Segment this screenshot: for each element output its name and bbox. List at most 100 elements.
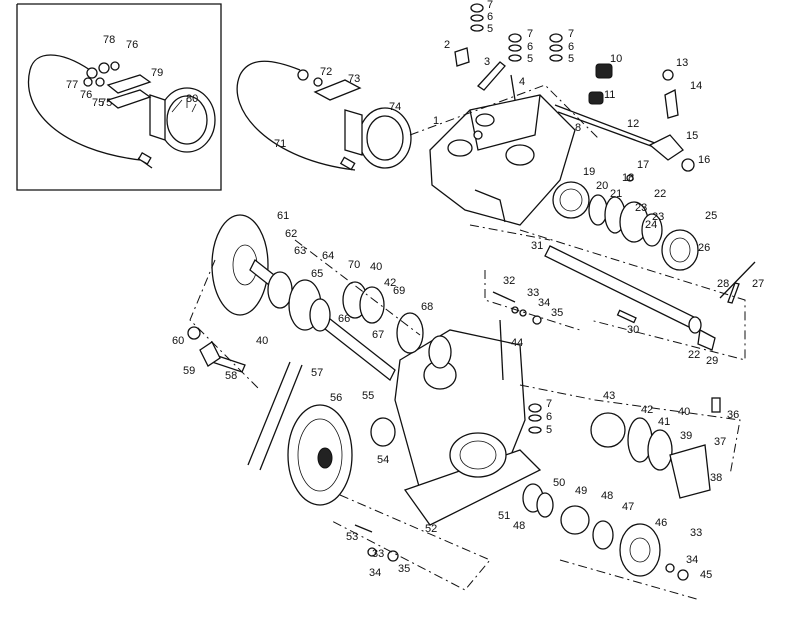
part-label-29: 29 (706, 355, 718, 367)
part-label-42: 42 (641, 404, 653, 416)
part-label-46: 46 (655, 517, 667, 529)
part-label-31: 31 (531, 240, 543, 252)
part-label-12: 12 (627, 118, 639, 130)
inset-speedometer-assembly (27, 54, 216, 169)
main-shaft (544, 245, 716, 351)
part-label-40: 40 (370, 261, 382, 273)
part-label-16: 16 (698, 154, 710, 166)
part-label-20: 20 (596, 180, 608, 192)
part-label-6: 6 (527, 41, 533, 53)
part-label-57: 57 (311, 367, 323, 379)
part-label-5: 5 (527, 53, 533, 65)
part-label-33: 33 (527, 287, 539, 299)
part-label-54: 54 (377, 454, 389, 466)
part-label-26: 26 (698, 242, 710, 254)
bearing-54 (370, 417, 396, 447)
part-label-1: 1 (433, 115, 439, 127)
part-label-49: 49 (575, 485, 587, 497)
part-label-75: 75 (92, 97, 104, 109)
part-label-37: 37 (714, 436, 726, 448)
part-label-65: 65 (311, 268, 323, 280)
part-label-2: 2 (444, 39, 450, 51)
part-label-59: 59 (183, 365, 195, 377)
part-label-23: 23 (635, 202, 647, 214)
part-label-48: 48 (601, 490, 613, 502)
part-label-75: 75 (100, 97, 112, 109)
part-label-5: 5 (546, 424, 552, 436)
part-label-67: 67 (372, 329, 384, 341)
part-label-60: 60 (172, 335, 184, 347)
part-label-56: 56 (330, 392, 342, 404)
part-label-53: 53 (346, 531, 358, 543)
part-label-66: 66 (338, 313, 350, 325)
part-label-33: 33 (690, 527, 702, 539)
part-label-28: 28 (717, 278, 729, 290)
part-label-41: 41 (658, 416, 670, 428)
part-label-33: 33 (372, 548, 384, 560)
part-label-72: 72 (320, 66, 332, 78)
part-label-52: 52 (425, 523, 437, 535)
part-label-14: 14 (690, 80, 702, 92)
part-label-35: 35 (398, 563, 410, 575)
part-label-7: 7 (527, 28, 533, 40)
part-label-24: 24 (645, 219, 657, 231)
part-label-47: 47 (622, 501, 634, 513)
part-label-64: 64 (322, 250, 334, 262)
part-label-73: 73 (348, 73, 360, 85)
part-label-74: 74 (389, 101, 401, 113)
part-label-6: 6 (568, 41, 574, 53)
part-label-15: 15 (686, 130, 698, 142)
gearbox-housing (394, 319, 542, 526)
part-label-35: 35 (551, 307, 563, 319)
part-label-78: 78 (103, 34, 115, 46)
part-label-70: 70 (348, 259, 360, 271)
part-label-80: 80 (186, 93, 198, 105)
part-label-42: 42 (384, 277, 396, 289)
part-label-6: 6 (546, 411, 552, 423)
part-label-39: 39 (680, 430, 692, 442)
part-label-30: 30 (627, 324, 639, 336)
part-label-44: 44 (511, 337, 523, 349)
part-label-22: 22 (688, 349, 700, 361)
part-label-62: 62 (285, 228, 297, 240)
part-label-7: 7 (546, 398, 552, 410)
part-label-3: 3 (484, 56, 490, 68)
lower-output-group (522, 397, 721, 577)
part-label-50: 50 (553, 477, 565, 489)
part-label-8: 8 (575, 122, 581, 134)
part-label-51: 51 (498, 510, 510, 522)
nut-washer-stacks (454, 3, 563, 434)
part-label-61: 61 (277, 210, 289, 222)
layshaft-group (211, 214, 452, 382)
part-label-36: 36 (727, 409, 739, 421)
part-label-55: 55 (362, 390, 374, 402)
part-label-19: 19 (583, 166, 595, 178)
part-label-79: 79 (151, 67, 163, 79)
part-label-13: 13 (676, 57, 688, 69)
part-label-7: 7 (568, 28, 574, 40)
drive-chain (247, 361, 303, 471)
part-label-25: 25 (705, 210, 717, 222)
part-label-34: 34 (369, 567, 381, 579)
part-label-45: 45 (700, 569, 712, 581)
part-label-6: 6 (487, 11, 493, 23)
part-label-22: 22 (654, 188, 666, 200)
part-label-63: 63 (294, 245, 306, 257)
part-label-11: 11 (604, 89, 615, 101)
part-label-32: 32 (503, 275, 515, 287)
small-hardware (187, 261, 756, 581)
assembly-lines (189, 84, 746, 601)
part-label-5: 5 (487, 23, 493, 35)
part-label-4: 4 (519, 76, 525, 88)
part-label-43: 43 (603, 390, 615, 402)
part-label-40: 40 (678, 406, 690, 418)
shift-fork-assembly (554, 63, 695, 182)
part-label-5: 5 (568, 53, 574, 65)
speedometer-assembly (236, 60, 412, 171)
part-label-7: 7 (487, 0, 493, 11)
part-label-18: 18 (622, 172, 634, 184)
part-label-23: 23 (652, 211, 664, 223)
